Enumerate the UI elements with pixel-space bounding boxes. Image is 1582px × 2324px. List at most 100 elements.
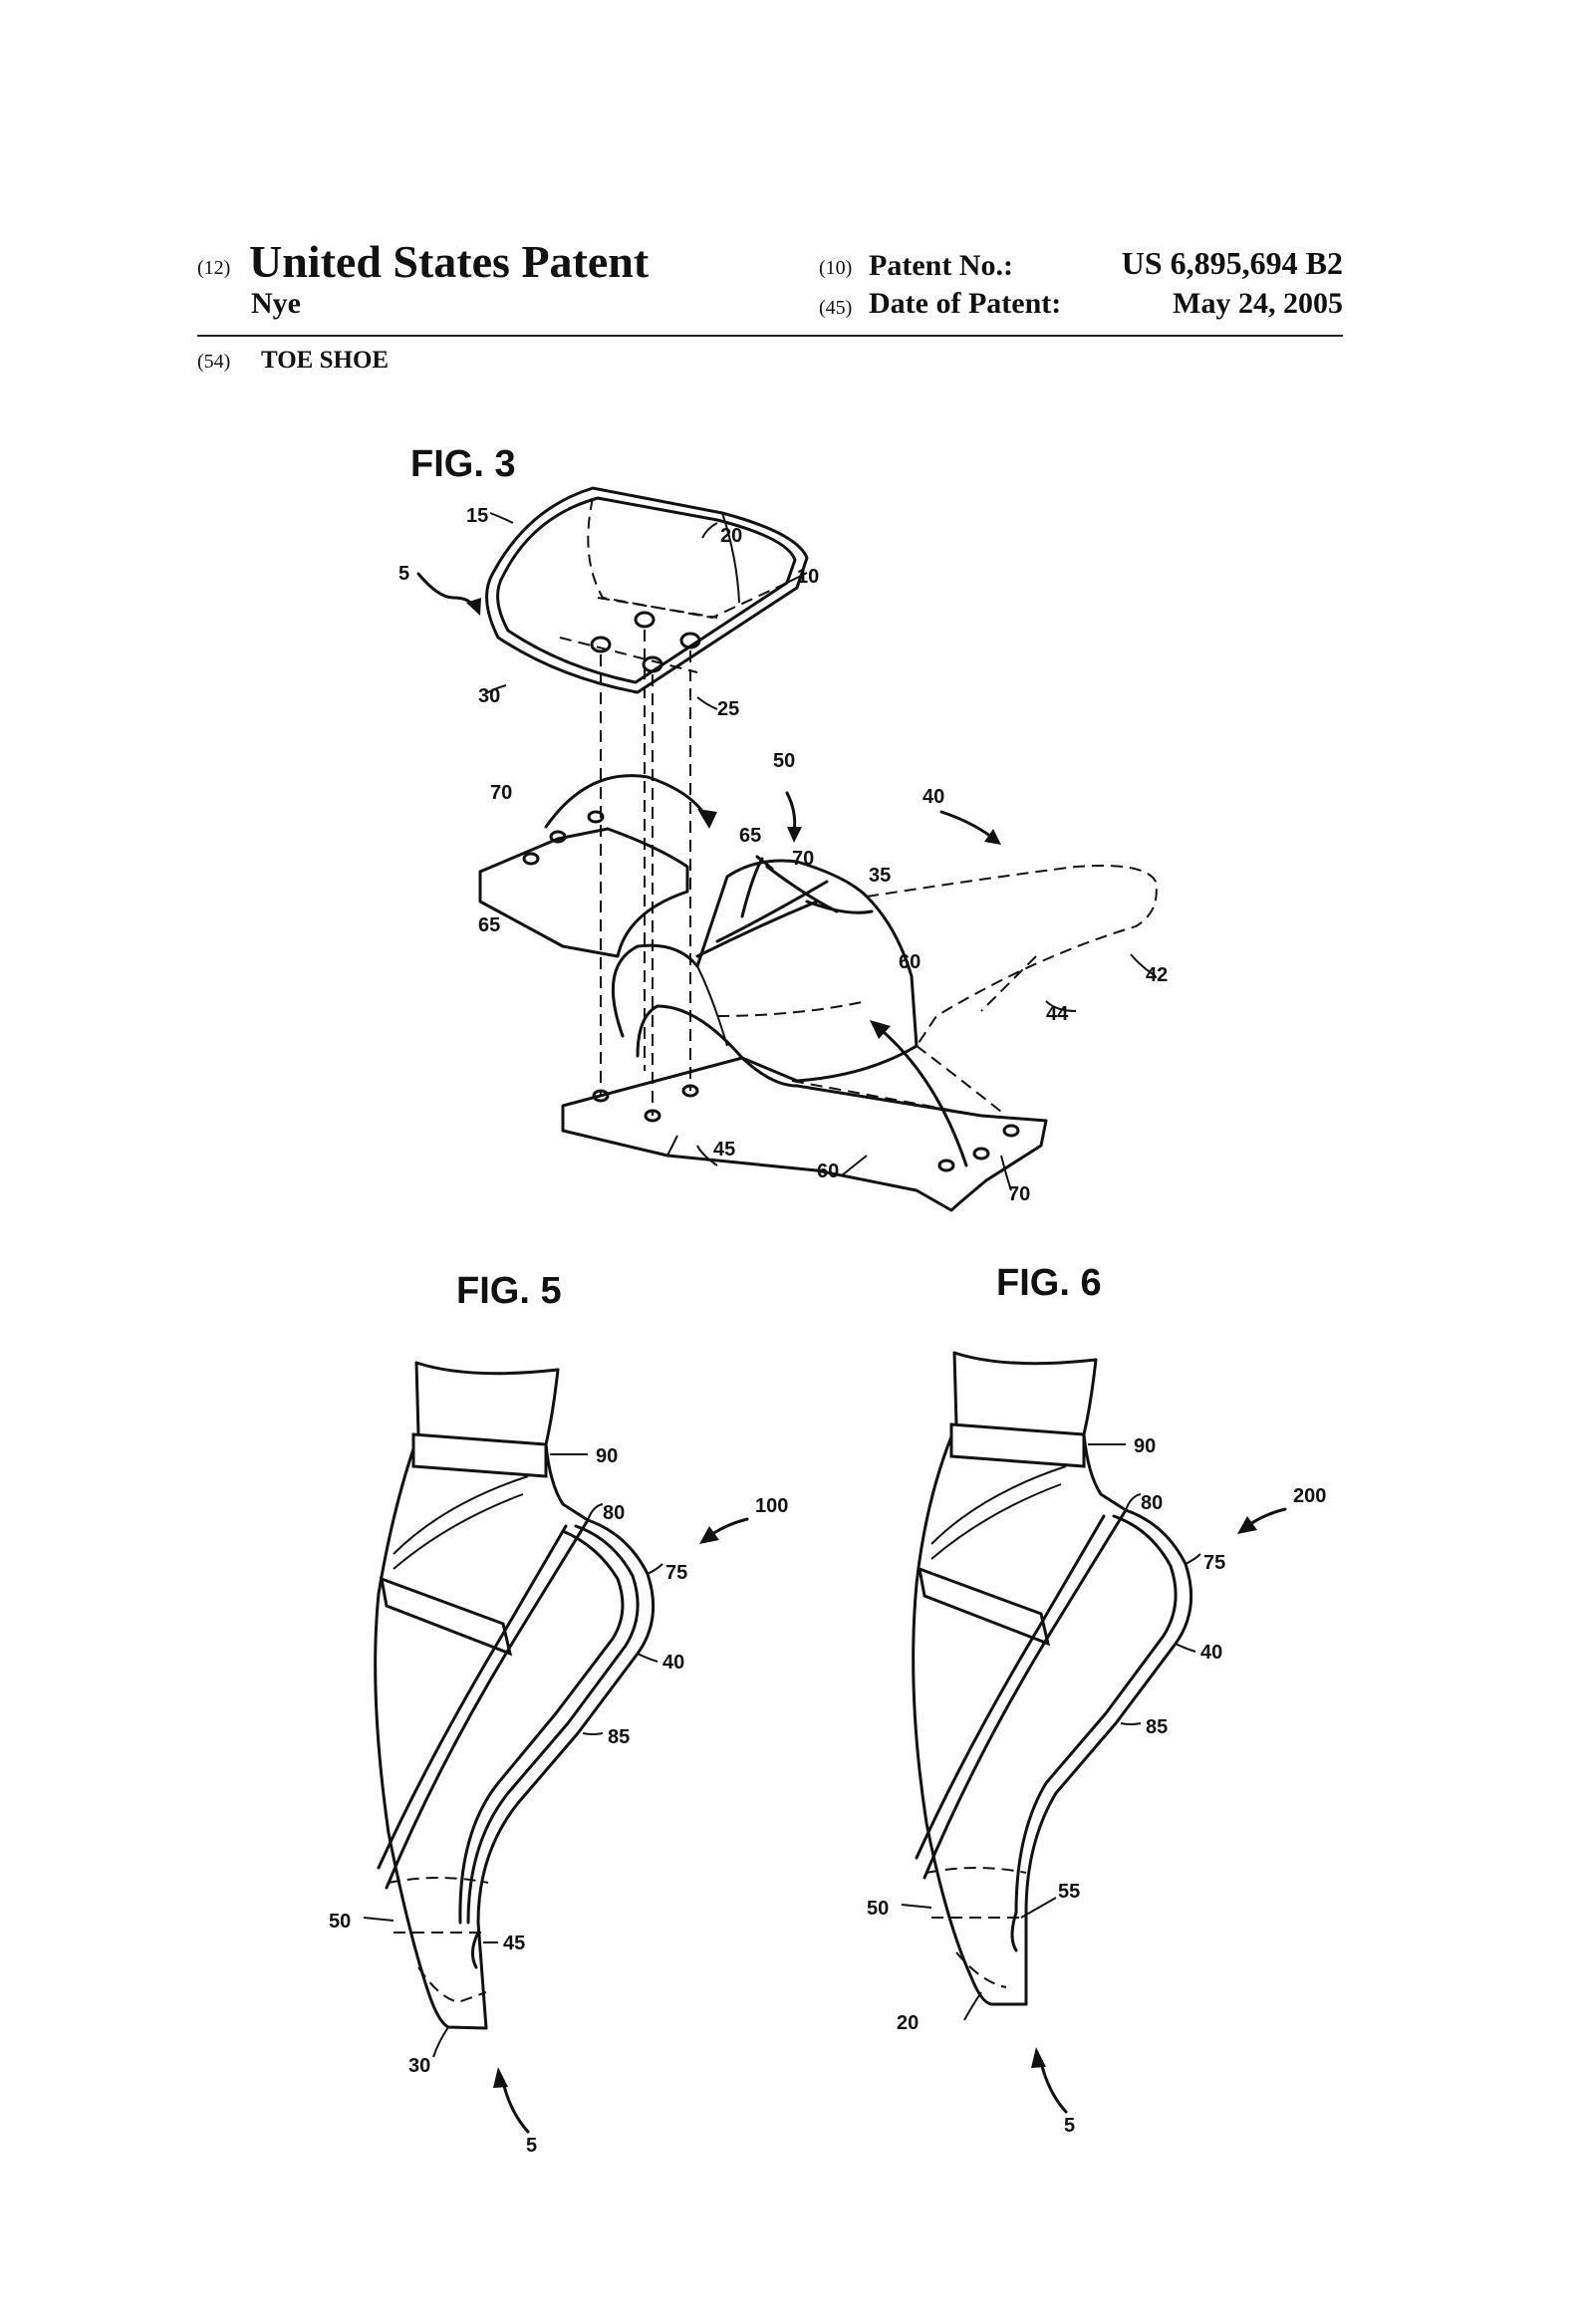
ref-55: 55 (1058, 1881, 1080, 1903)
title-code: (54) (197, 351, 231, 373)
ref-35: 35 (869, 865, 891, 887)
arrowhead (870, 1020, 891, 1039)
ref-40: 40 (662, 1652, 684, 1674)
header-divider (197, 335, 1343, 337)
ref-50: 50 (867, 1898, 889, 1920)
pointer-5 (1039, 2060, 1068, 2114)
ref-85: 85 (608, 1726, 630, 1748)
ref-5: 5 (1064, 2115, 1075, 2137)
base-hole (972, 1147, 990, 1161)
fold-arrow-right (875, 1024, 968, 1167)
ref-200: 200 (1293, 1485, 1326, 1507)
toe-cap-outline (485, 486, 809, 694)
heel-strap-inner (458, 1529, 625, 1925)
inventor-name: Nye (251, 287, 301, 320)
flap-hole (549, 830, 567, 844)
leg-front-outline (912, 1351, 1028, 2006)
toe-notch (1010, 1911, 1018, 1952)
instep-band (918, 1566, 1051, 1647)
ref-44: 44 (1046, 1003, 1069, 1025)
side-seam-inner (377, 1524, 568, 1870)
instep-band (380, 1576, 513, 1657)
ref-5: 5 (526, 2135, 537, 2157)
lace-end (740, 855, 774, 918)
ankle-band-90 (949, 1422, 1086, 1468)
toe-cap-base-hidden (559, 597, 718, 673)
toe-notch (471, 1931, 480, 1969)
ref-25: 25 (717, 698, 739, 720)
arrowhead (984, 829, 1001, 845)
ref-30: 30 (408, 2055, 430, 2077)
fold-arrow-left (544, 774, 709, 829)
ref-80: 80 (603, 1502, 625, 1524)
ref-10: 10 (797, 566, 819, 588)
upper-shell-outline (611, 859, 919, 1083)
eyelet (634, 611, 656, 629)
ref-40: 40 (923, 786, 944, 808)
toe-box-hidden (925, 1867, 1027, 1988)
toe-box-hidden (388, 1877, 489, 2004)
fig6-title: FIG. 6 (996, 1262, 1102, 1304)
ref-85: 85 (1146, 1716, 1168, 1738)
base-hole (937, 1159, 955, 1172)
heel-strap-outer (476, 1518, 656, 2030)
ref-40: 40 (1200, 1642, 1222, 1664)
pointer-5 (416, 572, 475, 608)
leg-back-outline (544, 1368, 590, 1522)
right-flap-hidden (916, 955, 1037, 1117)
arrowhead (699, 1526, 719, 1544)
left-flap-65 (478, 827, 689, 958)
upper-shell-hidden (716, 1000, 982, 1117)
base-hole (592, 1089, 610, 1103)
arrowhead (1237, 1516, 1257, 1534)
eyelet (590, 636, 612, 653)
ref-30: 30 (478, 685, 500, 707)
base-piece-edge (562, 1106, 678, 1157)
ref-42: 42 (1146, 964, 1168, 986)
upper-shell-seam (696, 965, 728, 1047)
pointer-200 (1248, 1507, 1287, 1526)
ref-60: 60 (817, 1161, 839, 1182)
leg-top (414, 1361, 560, 1376)
ref-70: 70 (490, 782, 512, 804)
ref-100: 100 (755, 1495, 788, 1517)
patent-no-code: (10) (819, 257, 853, 279)
leg-back-outline (1082, 1358, 1128, 1512)
pointer-40 (939, 810, 993, 839)
flap-hole (587, 810, 605, 824)
base-piece-outline (561, 1056, 1048, 1212)
arrowhead (493, 2067, 508, 2088)
date-code: (45) (819, 297, 853, 319)
heel-strap-mid (466, 1524, 640, 1925)
ref-5: 5 (398, 563, 409, 585)
doc-type-code: (12) (197, 257, 231, 279)
ref-90: 90 (596, 1445, 618, 1467)
fig3-drawing: FIG. 3 (398, 443, 1168, 1212)
patent-no-label: Patent No.: (869, 249, 1013, 282)
leader-lines (487, 512, 1157, 1191)
fig6-drawing: FIG. 6 90 80 200 75 40 85 50 55 20 5 (867, 1262, 1326, 2137)
ref-75: 75 (665, 1562, 687, 1584)
ref-50: 50 (329, 1911, 351, 1933)
ref-45: 45 (713, 1139, 735, 1161)
base-hole (1002, 1124, 1020, 1138)
heel-strap-outer (1024, 1508, 1193, 2006)
toe-cap-inner-rim (496, 496, 797, 684)
arrowhead (1031, 2047, 1046, 2068)
toe-cap-seam (721, 512, 740, 604)
ref-80: 80 (1141, 1492, 1163, 1514)
leg-top (952, 1351, 1098, 1366)
alignment-lines (600, 630, 691, 1116)
base-hole (681, 1084, 699, 1098)
ref-70: 70 (792, 848, 814, 870)
ref-20: 20 (720, 525, 742, 547)
arrowhead (697, 809, 717, 829)
ribbon-cross (930, 1465, 1067, 1560)
side-seam-inner (915, 1514, 1106, 1860)
ankle-band-90 (411, 1432, 548, 1478)
heel-strap-mid (1014, 1514, 1178, 1915)
ref-15: 15 (466, 505, 488, 527)
patent-number: US 6,895,694 B2 (1121, 245, 1343, 281)
pointer-100 (710, 1517, 749, 1536)
fig3-title: FIG. 3 (410, 443, 516, 485)
